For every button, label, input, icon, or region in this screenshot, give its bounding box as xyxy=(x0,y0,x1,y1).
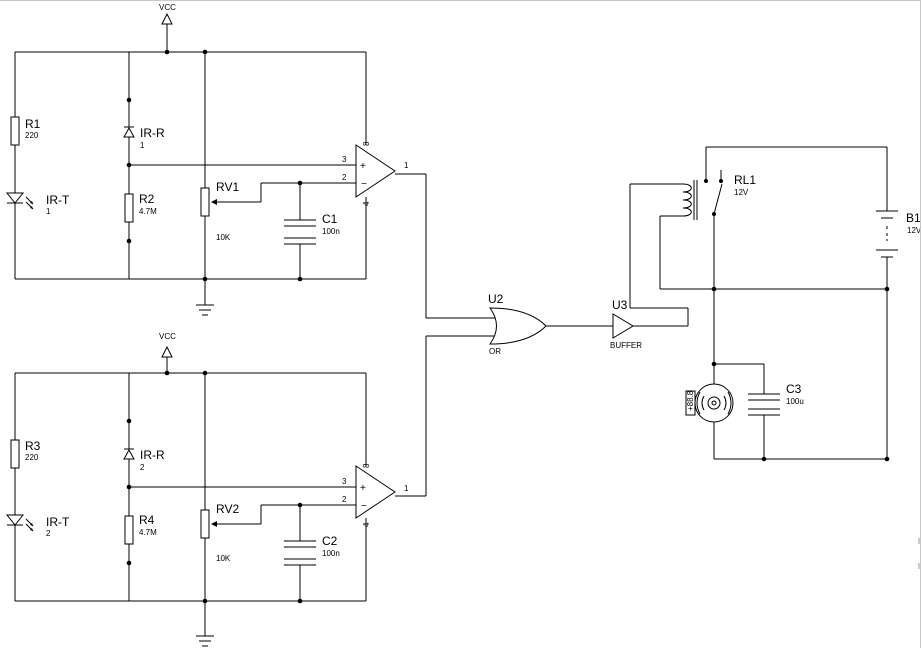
u1-pin-vbot: 4 xyxy=(362,201,371,206)
r3-ref: R3 xyxy=(25,439,41,453)
motor-m1: +88.8 xyxy=(685,361,764,459)
capacitor-c1: C1 100n xyxy=(284,180,340,282)
u1-pin-plus: 3 xyxy=(342,155,347,164)
r4-ref: R4 xyxy=(139,513,155,527)
ir-led-1: IR-T 1 xyxy=(5,192,70,279)
svg-text:+: + xyxy=(360,483,366,494)
capacitor-c2: C2 100n xyxy=(284,502,340,604)
r3-value: 220 xyxy=(25,453,39,462)
b1-value: 12V xyxy=(907,226,922,235)
ir-t1-ref: IR-T xyxy=(46,193,70,207)
sensor-section-1: VCC R1 220 IR-T 1 xyxy=(5,3,498,319)
u1-pin-vtop: 8 xyxy=(362,141,371,146)
u2-ref: U2 xyxy=(488,292,504,306)
resistor-r3: R3 220 xyxy=(10,373,41,514)
svg-text:+: + xyxy=(360,161,366,172)
ir-r2-value: 2 xyxy=(140,463,145,472)
u4-pin-plus: 3 xyxy=(342,477,347,486)
ir-receiver-2: IR-R 2 xyxy=(123,373,165,516)
c3-value: 100u xyxy=(786,397,804,406)
r2-ref: R2 xyxy=(139,192,155,206)
c2-value: 100n xyxy=(322,549,340,558)
potentiometer-rv1: RV1 10K xyxy=(200,52,262,282)
r1-value: 220 xyxy=(25,131,39,140)
ir-t1-value: 1 xyxy=(46,207,51,216)
u4-pin-vbot: 4 xyxy=(362,522,371,527)
r1-ref: R1 xyxy=(25,117,41,131)
battery-b1: B1 12V xyxy=(876,147,922,459)
b1-ref: B1 xyxy=(906,211,921,225)
ir-r1-value: 1 xyxy=(140,141,145,150)
ir-led-2: IR-T 2 xyxy=(5,514,70,601)
resistor-r1: R1 220 xyxy=(10,52,41,192)
rv2-value: 10K xyxy=(216,554,231,563)
r4-value: 4.7M xyxy=(139,528,157,537)
vcc-symbol-top: VCC xyxy=(159,3,176,52)
rv1-value: 10K xyxy=(216,233,231,242)
resistor-r4: R4 4.7M xyxy=(124,513,157,601)
potentiometer-rv2: RV2 10K xyxy=(200,373,262,604)
svg-text:−: − xyxy=(361,501,367,512)
ir-t2-value: 2 xyxy=(46,529,51,538)
u1-pin-out: 1 xyxy=(404,161,409,170)
relay-rl1: RL1 12V xyxy=(659,146,887,364)
c1-ref: C1 xyxy=(322,212,338,226)
c1-value: 100n xyxy=(322,227,340,236)
u1-pin-minus: 2 xyxy=(342,173,347,182)
or-gate-u2: U2 OR xyxy=(488,292,613,356)
u3-type: BUFFER xyxy=(610,341,642,350)
sensor-section-2: VCC R3 220 IR-T 2 xyxy=(5,332,498,647)
r2-value: 4.7M xyxy=(139,207,157,216)
comparator-1: + − 3 2 1 8 4 xyxy=(129,141,498,319)
ground-symbol-top xyxy=(196,279,214,316)
u4-pin-vtop: 8 xyxy=(362,463,371,468)
rv2-ref: RV2 xyxy=(216,502,239,516)
c3-ref: C3 xyxy=(786,382,802,396)
ir-r1-ref: IR-R xyxy=(140,126,165,140)
u4-pin-out: 1 xyxy=(404,484,409,493)
motor-label: +88.8 xyxy=(686,390,695,411)
capacitor-c3: C3 100u xyxy=(748,364,804,462)
vcc-symbol-bottom: VCC xyxy=(159,332,176,373)
u2-type: OR xyxy=(489,347,501,356)
resistor-r2: R2 4.7M xyxy=(124,192,157,279)
comparator-2: + − 3 2 1 8 4 xyxy=(129,335,498,527)
rl1-value: 12V xyxy=(734,188,749,197)
u4-pin-minus: 2 xyxy=(342,495,347,504)
c2-ref: C2 xyxy=(322,534,338,548)
buffer-u3: U3 BUFFER xyxy=(610,183,689,350)
vcc-label-top: VCC xyxy=(159,3,176,12)
ground-symbol-bottom xyxy=(196,601,214,647)
svg-text:−: − xyxy=(361,179,367,190)
rl1-ref: RL1 xyxy=(734,173,756,187)
u3-ref: U3 xyxy=(612,298,628,312)
ir-r2-ref: IR-R xyxy=(140,448,165,462)
ir-receiver-1: IR-R 1 xyxy=(123,52,165,194)
ir-t2-ref: IR-T xyxy=(46,515,70,529)
vcc-label-bottom: VCC xyxy=(159,332,176,341)
rv1-ref: RV1 xyxy=(216,180,239,194)
